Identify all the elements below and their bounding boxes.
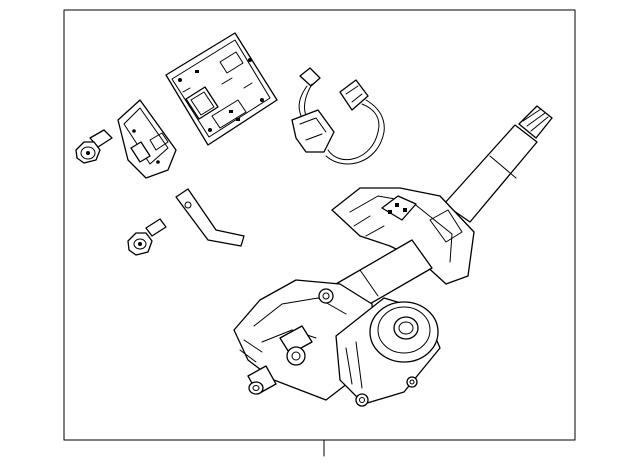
control-module[interactable] — [165, 32, 278, 146]
mounting-bolt[interactable] — [75, 129, 113, 164]
diagram-frame — [63, 9, 576, 457]
support-bracket[interactable] — [175, 188, 245, 247]
wiring-harness[interactable] — [291, 67, 385, 165]
electric-power-steering-motor[interactable] — [335, 297, 441, 407]
bracket-bolt[interactable] — [127, 218, 167, 256]
control-module-bracket[interactable] — [117, 99, 177, 179]
